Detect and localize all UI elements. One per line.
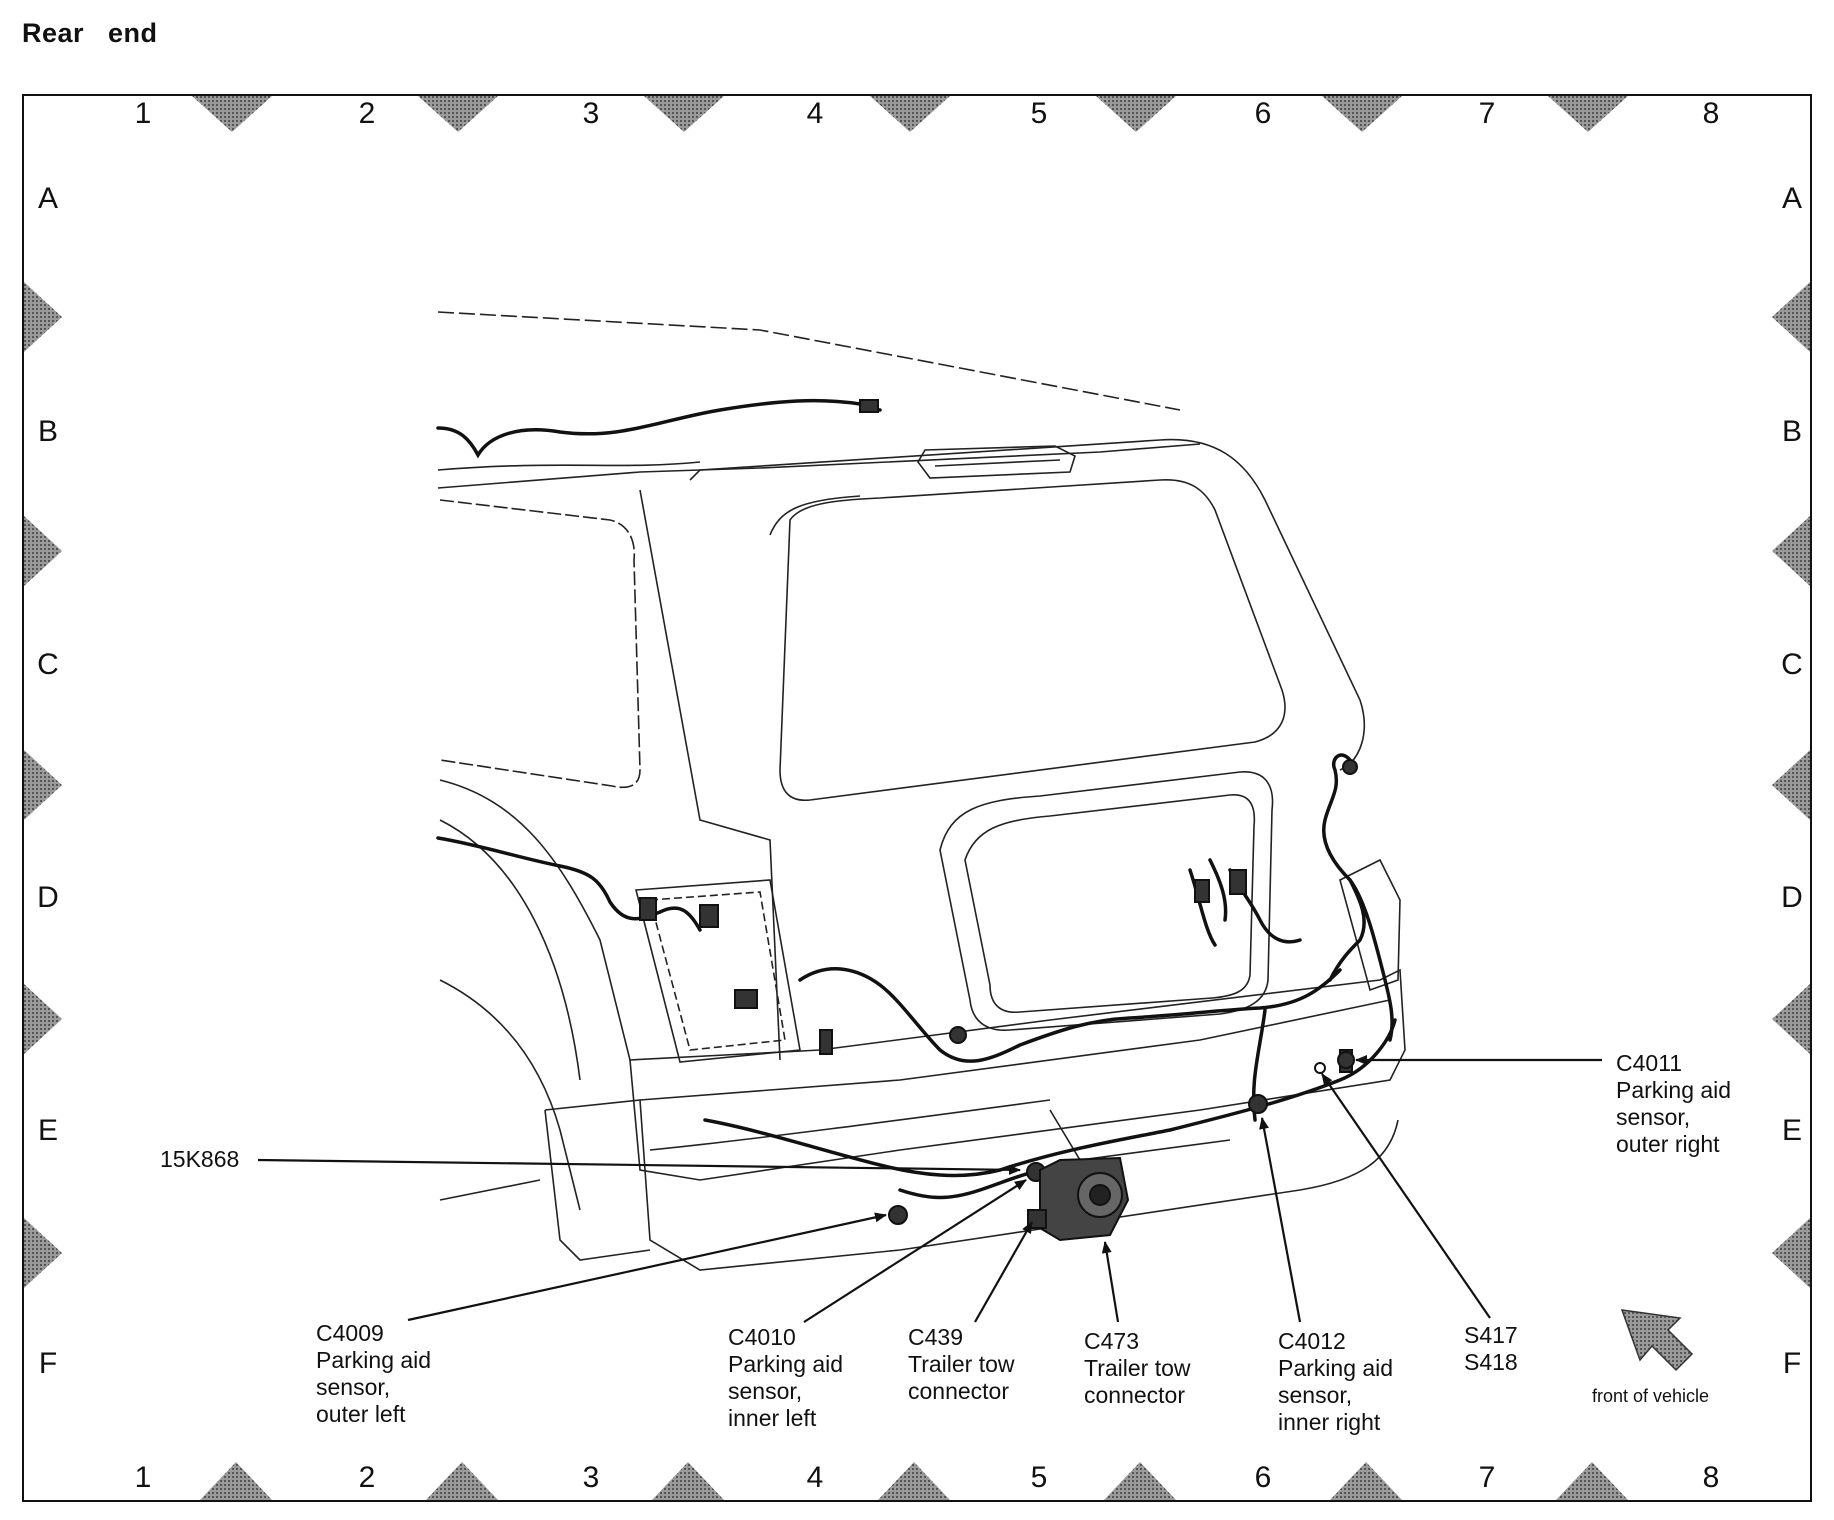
grid-column-label: 6 [1254,97,1272,130]
grid-column-label: 8 [1702,1461,1720,1494]
grid-row-label: B [37,415,59,448]
callout-c4011: C4011 Parking aid sensor, outer right [1616,1050,1731,1158]
callout-line: sensor, [316,1374,391,1400]
grid-column-label: 5 [1030,1461,1048,1494]
callout-line: Trailer tow [908,1351,1015,1377]
callout-line: S417 [1464,1322,1518,1348]
zone-markers [24,96,1810,1500]
callout-code: C4009 [316,1320,384,1346]
leader-lines [257,1055,1602,1323]
grid-row-label: C [37,648,59,681]
grid-row-label: C [1781,648,1803,681]
callout-code: C4011 [1616,1050,1683,1076]
grid-column-label: 4 [806,97,824,130]
callout-c439: C439 Trailer tow connector [908,1324,1015,1405]
grid-column-label: 4 [806,1461,824,1494]
callout-code: C4010 [728,1324,796,1350]
grid-row-label: F [38,1347,58,1380]
grid-row-label: D [37,881,59,914]
callout-line: sensor, [728,1378,803,1404]
callout-line: S418 [1464,1349,1518,1375]
grid-column-label: 5 [1030,97,1048,130]
callout-line: Parking aid [728,1351,844,1377]
grid-row-label: A [37,182,59,215]
grid-column-label: 7 [1478,1461,1496,1494]
callout-line: inner right [1278,1409,1381,1435]
grid-row-label: E [1781,1114,1803,1147]
vehicle-body [437,311,1406,1271]
callout-c4010: C4010 Parking aid sensor, inner left [728,1324,843,1432]
callout-line: sensor, [1616,1104,1691,1130]
grid-row-label: D [1781,881,1803,914]
grid-row-label: E [37,1114,59,1147]
grid-row-label: B [1781,415,1803,448]
callout-s417-s418: S417 S418 [1464,1322,1518,1376]
connectors [639,399,1358,1242]
callout-line: connector [1084,1382,1186,1408]
callout-c473: C473 Trailer tow connector [1084,1328,1191,1409]
callout-line: Parking aid [1616,1077,1732,1103]
callout-line: connector [908,1378,1010,1404]
front-of-vehicle-arrow [1620,1309,1694,1372]
callout-line: Parking aid [316,1347,432,1373]
grid-column-label: 2 [358,97,376,130]
grid-row-label: A [1781,182,1803,215]
wiring-harness [436,398,1397,1200]
front-of-vehicle-label: front of vehicle [1592,1386,1710,1406]
grid-column-label: 2 [358,1461,376,1494]
grid-column-label: 1 [134,97,152,130]
callout-code: C4012 [1278,1328,1346,1354]
callout-code: C439 [908,1324,963,1350]
grid-column-label: 3 [582,1461,600,1494]
grid-column-label: 8 [1702,97,1720,130]
callout-c4012: C4012 Parking aid sensor, inner right [1278,1328,1393,1436]
diagram-frame [22,94,1812,1502]
grid-column-label: 7 [1478,97,1496,130]
grid-column-label: 6 [1254,1461,1272,1494]
callout-code: C473 [1084,1328,1139,1354]
callout-line: Parking aid [1278,1355,1394,1381]
callout-line: Trailer tow [1084,1355,1191,1381]
callout-line: outer left [316,1401,406,1427]
grid-row-label: F [1782,1347,1802,1380]
grid-column-label: 3 [582,97,600,130]
callout-code: 15K868 [160,1146,240,1172]
page-title: Rear end [22,18,158,48]
callout-line: outer right [1616,1131,1720,1157]
callout-line: sensor, [1278,1382,1353,1408]
callout-line: inner left [728,1405,817,1431]
callout-15k868: 15K868 [160,1146,239,1173]
grid-column-label: 1 [134,1461,152,1494]
callout-c4009: C4009 Parking aid sensor, outer left [316,1320,431,1428]
